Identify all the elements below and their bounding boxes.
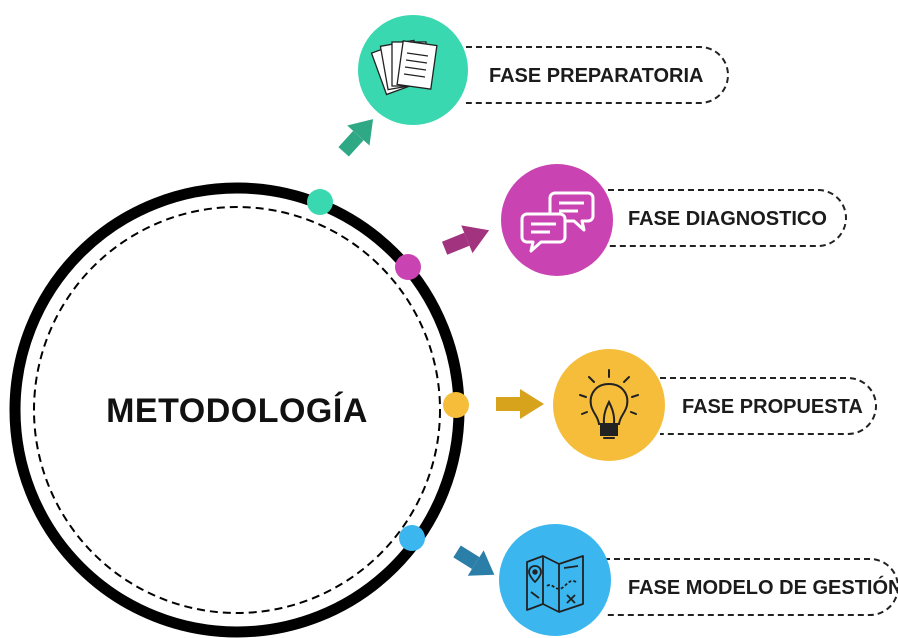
phase-3-ring-dot (443, 392, 469, 418)
phase-4-circle (499, 524, 611, 636)
phase-1-arrow (338, 119, 374, 157)
phase-2-ring-dot (395, 254, 421, 280)
phase-1-ring-dot (307, 189, 333, 215)
phase-4-label-box (604, 558, 898, 616)
phase-2-arrow (441, 225, 490, 255)
phase-3-label-box (660, 377, 877, 435)
inner-dashed-ring (33, 206, 441, 614)
phase-4-ring-dot (399, 525, 425, 551)
chat-bubbles-icon (520, 191, 595, 253)
phase-4-arrow (453, 545, 495, 576)
lightbulb-icon (579, 369, 639, 439)
map-icon (526, 555, 584, 613)
phase-1-label-box (466, 46, 729, 104)
phase-4-label: FASE MODELO DE GESTIÓN (628, 575, 898, 599)
phase-3-circle (553, 349, 665, 461)
phase-2-label: FASE DIAGNOSTICO (628, 208, 827, 230)
phase-3-arrow (496, 389, 544, 419)
phase-1-label: FASE PREPARATORIA (489, 65, 703, 87)
center-title: METODOLOGÍA (106, 392, 368, 430)
phase-2-label-box (608, 189, 847, 247)
papers-icon (370, 39, 438, 96)
phase-3-label: FASE PROPUESTA (682, 396, 863, 418)
